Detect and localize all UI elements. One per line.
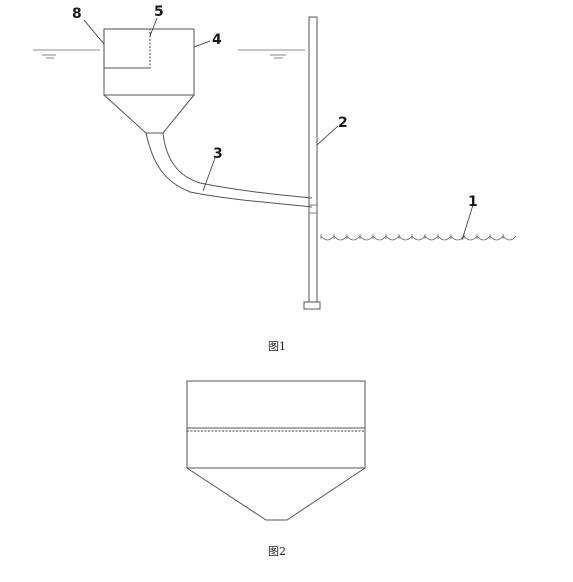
- figure-1-caption: 图1: [268, 340, 286, 353]
- seabed-arc: [411, 235, 426, 241]
- seabed-arc: [489, 235, 504, 241]
- seabed-arc: [372, 235, 387, 241]
- seabed-arc: [502, 235, 517, 241]
- water-surface-left: [33, 49, 100, 59]
- leader-lines: [83, 17, 474, 241]
- hopper: [103, 28, 195, 134]
- seabed-arc: [333, 235, 348, 241]
- seabed-arc: [359, 235, 374, 241]
- label-rim: 8: [72, 6, 82, 22]
- figure-1: 8 5 4 2 3 1 图1: [33, 4, 517, 353]
- seabed-arc: [437, 235, 452, 241]
- label-hopper: 4: [212, 32, 222, 48]
- seabed-arc: [346, 235, 361, 241]
- seabed-arc: [424, 235, 439, 241]
- seabed-arc: [385, 235, 400, 241]
- figure-2-caption: 图2: [268, 545, 286, 558]
- label-upright-pipe: 2: [338, 115, 348, 131]
- seabed-scallops: [320, 234, 517, 241]
- feed-pipe: [145, 132, 313, 208]
- label-feed-pipe: 3: [213, 146, 223, 162]
- hopper-detail: [186, 380, 366, 521]
- label-inner-box: 5: [154, 4, 164, 20]
- seabed-arc: [476, 235, 491, 241]
- upright-pipe: [303, 16, 321, 310]
- figure-2: 图2: [186, 380, 366, 558]
- water-surface-right: [238, 49, 305, 59]
- seabed-arc: [463, 235, 478, 241]
- seabed-arc: [398, 235, 413, 241]
- label-pipe-pile: 1: [468, 194, 478, 210]
- seabed-arc: [320, 235, 335, 241]
